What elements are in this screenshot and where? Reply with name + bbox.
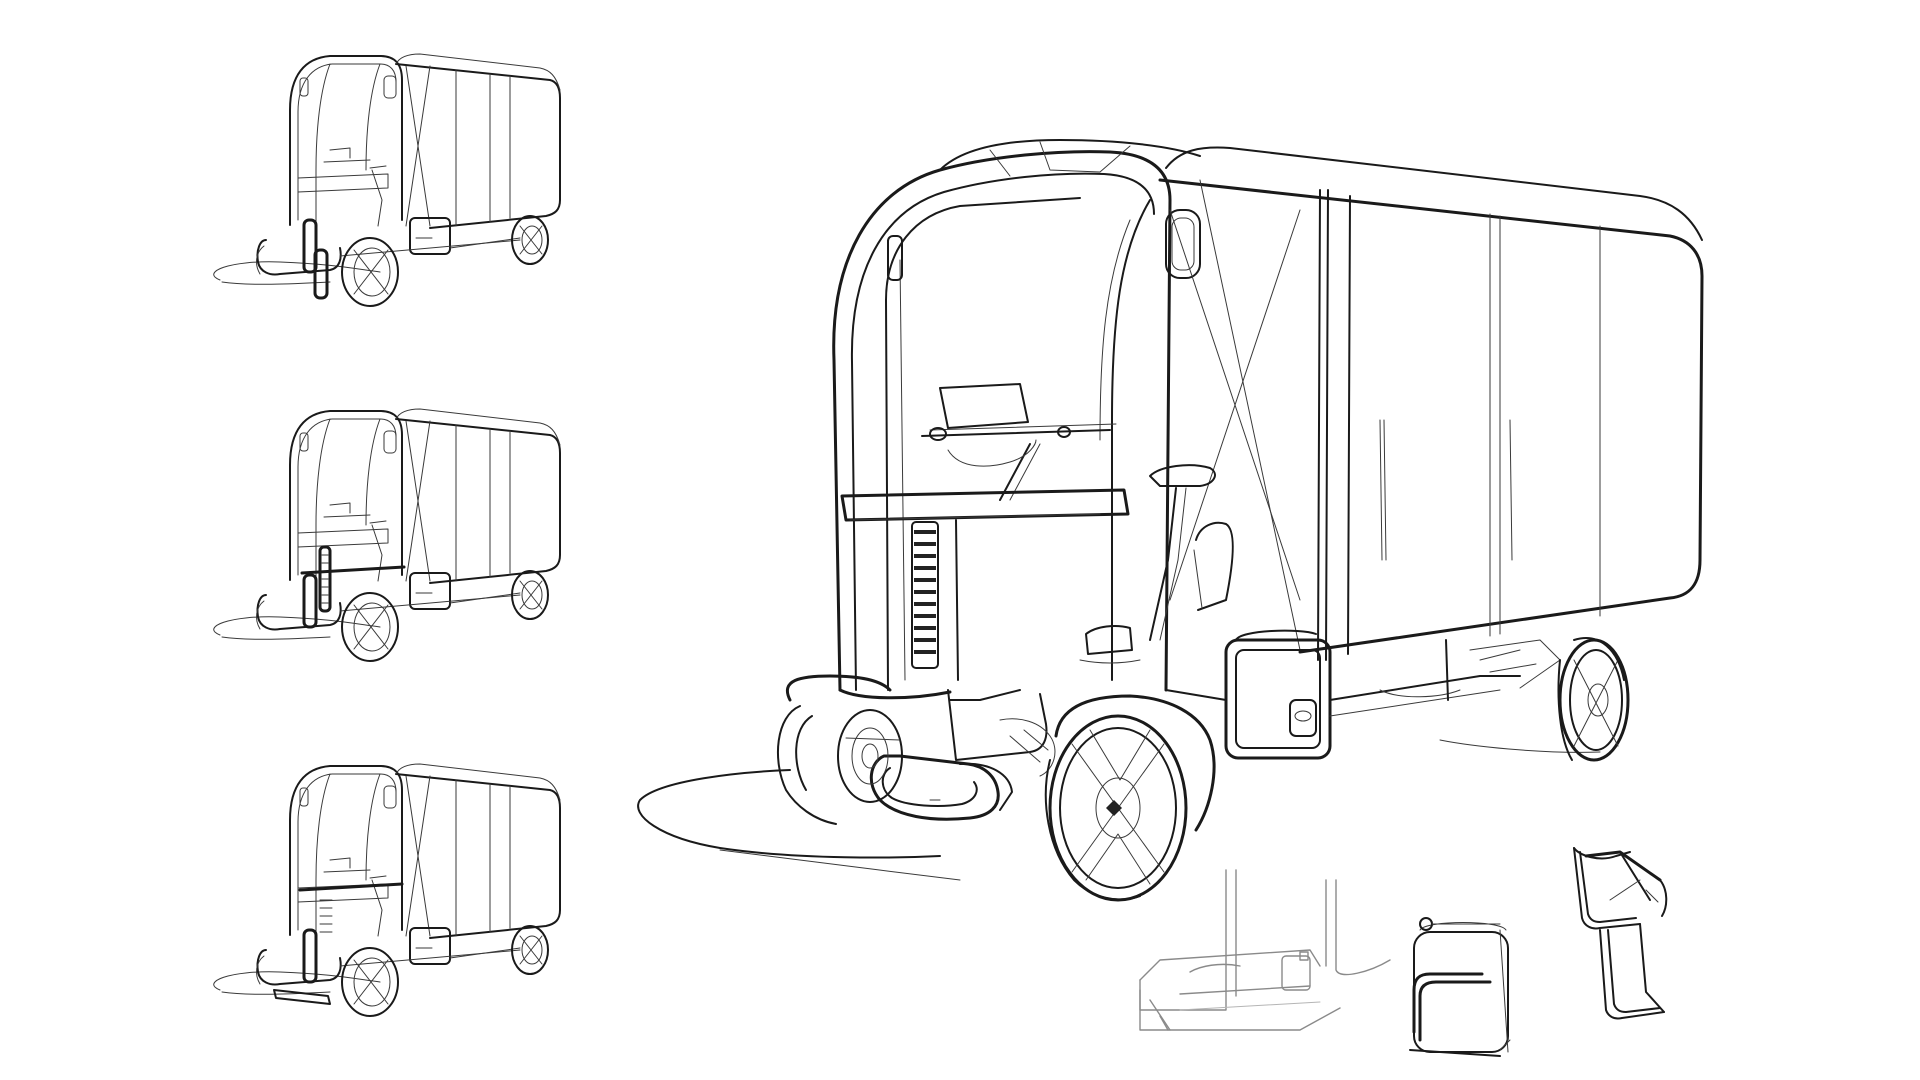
main-front-bumper: [869, 754, 1013, 821]
main-saddle: [1149, 464, 1234, 641]
main-right-mirror: [1165, 209, 1201, 279]
main-handlebar: [921, 383, 1117, 501]
main-view-sketch: [637, 139, 1704, 902]
detail-chassis-sketch: [1139, 869, 1391, 1031]
detail-seat-frame-sketch: [1573, 847, 1668, 1020]
vent-slots: [318, 545, 332, 613]
main-battery-box: [1224, 629, 1332, 760]
main-left-mirror: [887, 235, 903, 281]
variant-1-sketch: [212, 52, 562, 308]
variant-3-sketch: [212, 762, 562, 1018]
variant-2-sketch: [212, 407, 562, 663]
main-front-left-wheel: [776, 674, 903, 825]
detail-battery-sketch: [1409, 917, 1511, 1057]
main-ground-shadow: [637, 769, 941, 859]
main-cab-frame: [832, 150, 1172, 692]
main-cargo-box: [1158, 146, 1704, 661]
main-front-right-wheel: [1044, 694, 1216, 902]
main-vent-slots: [911, 521, 939, 669]
main-rear-wheel: [1557, 637, 1630, 762]
